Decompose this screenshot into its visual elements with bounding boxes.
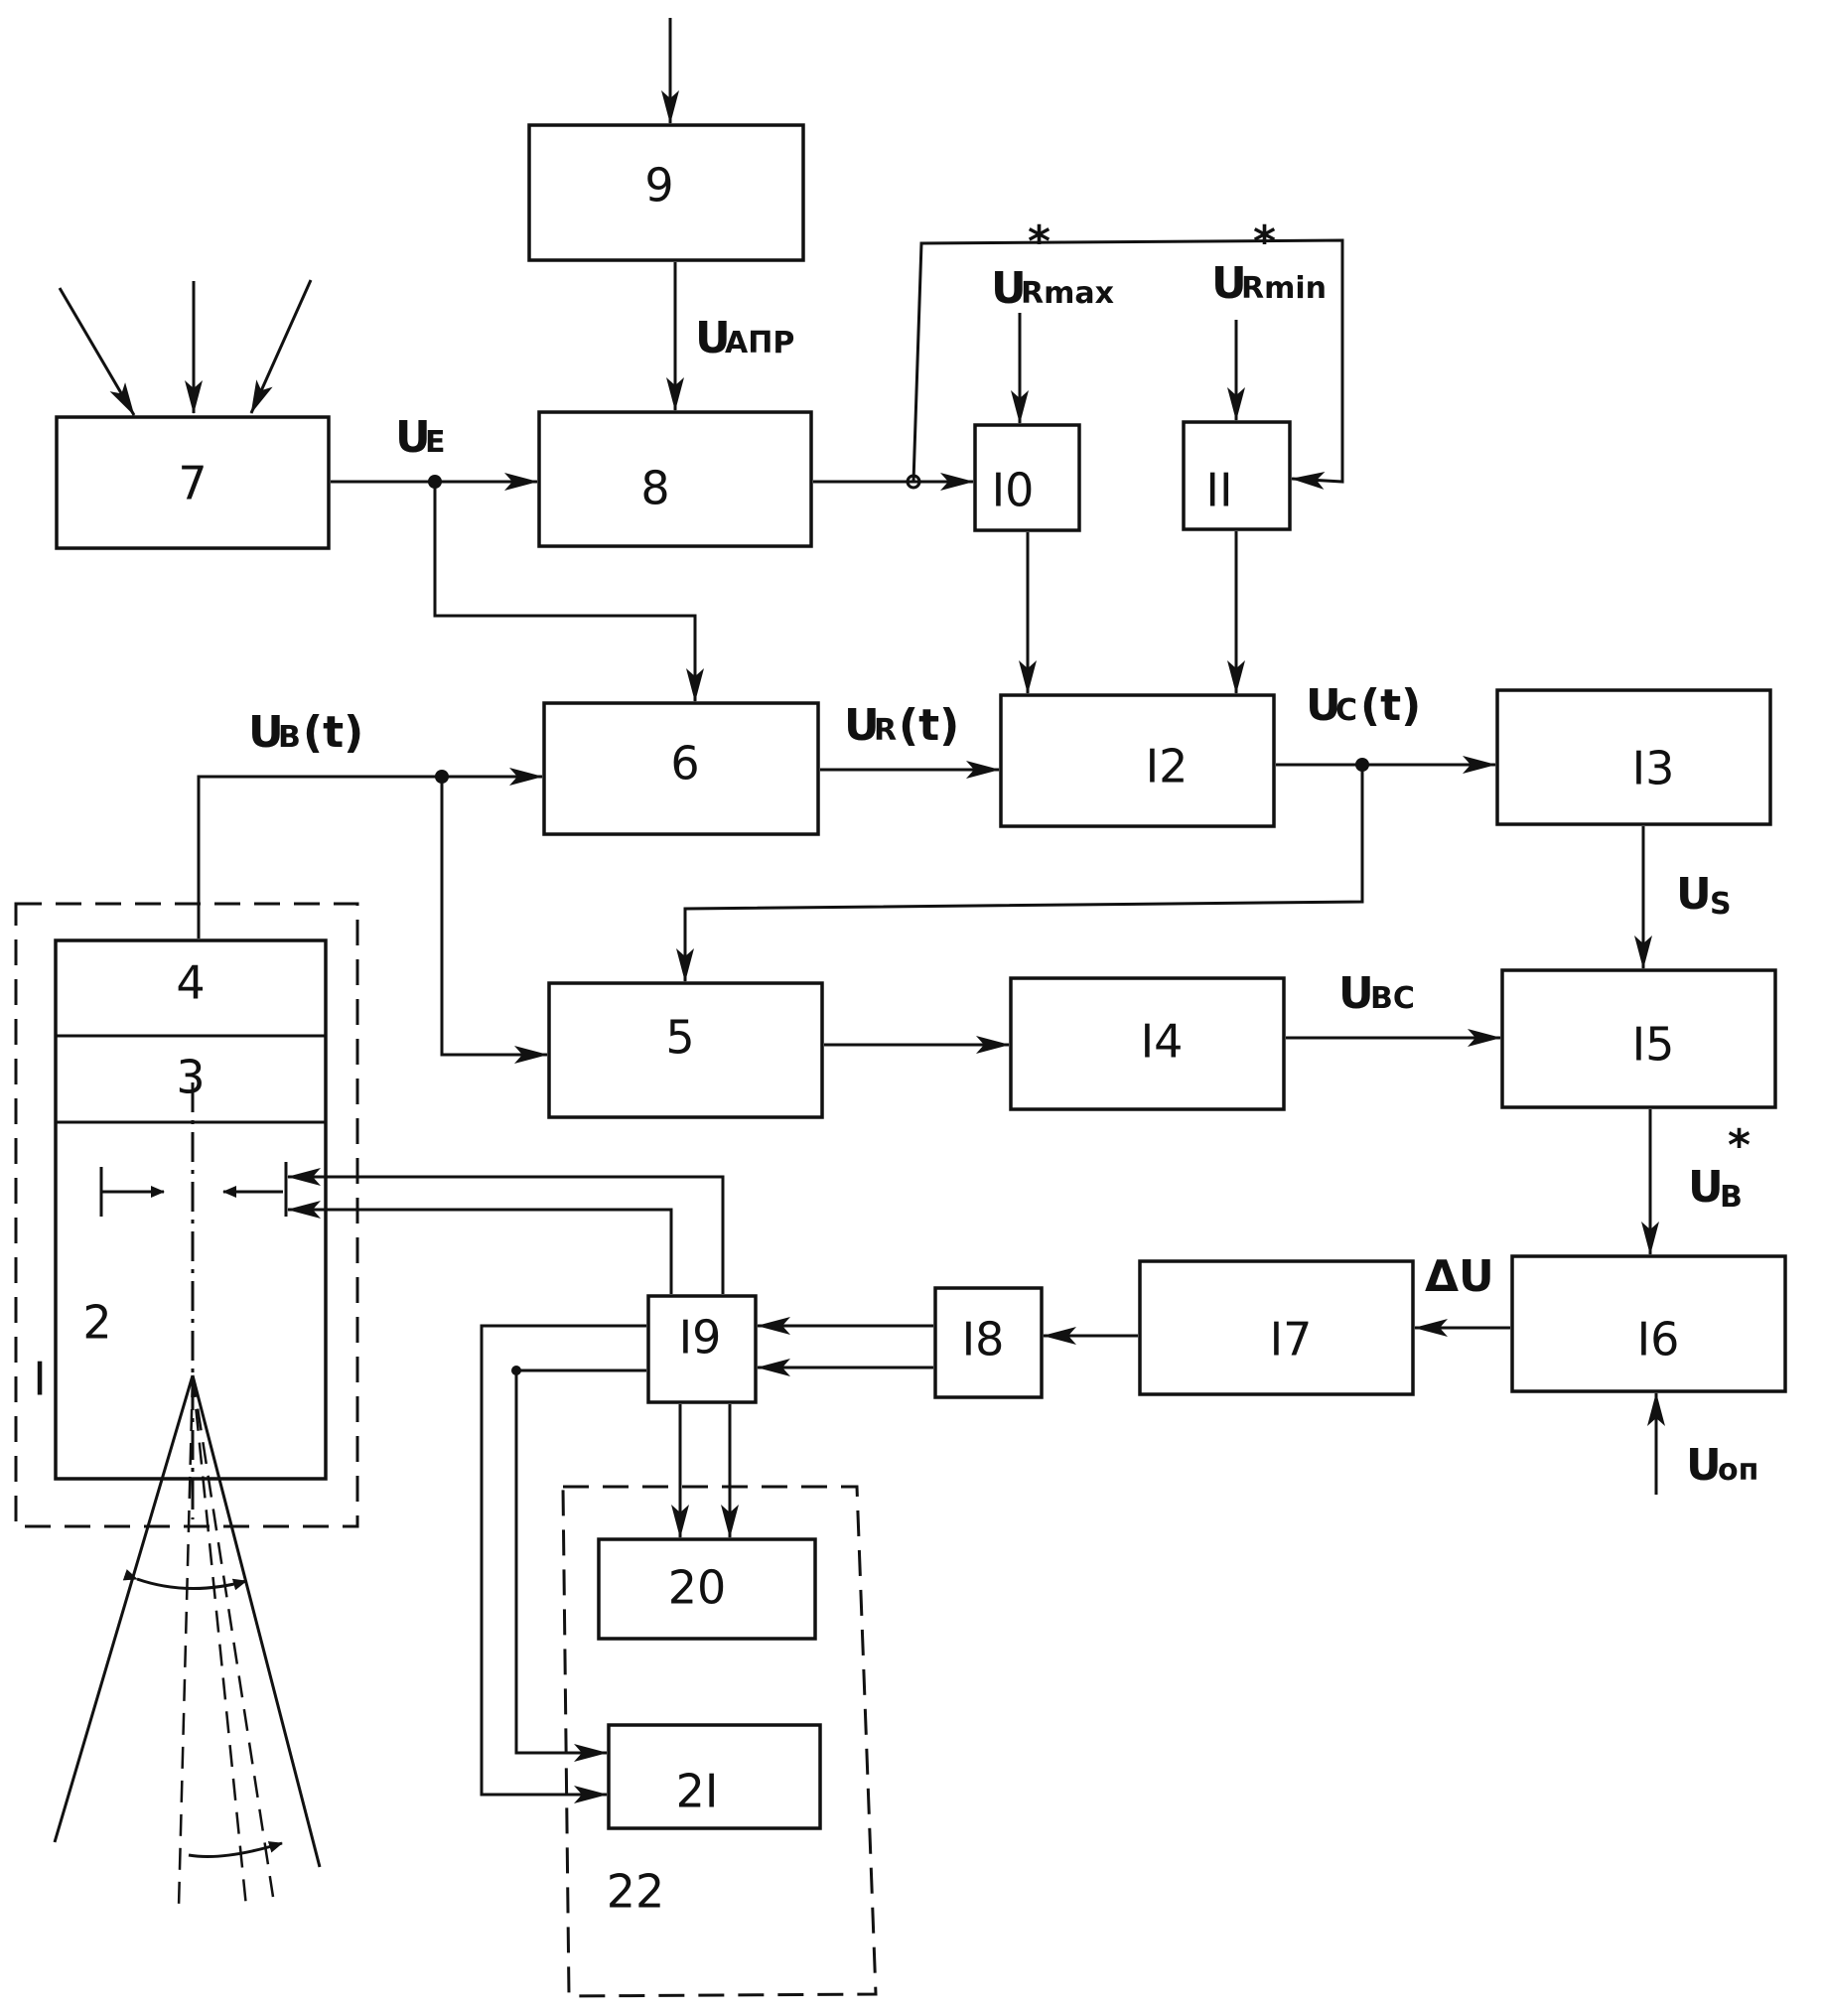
block-14-label: I4	[1141, 1015, 1184, 1069]
block-6-label: 6	[670, 737, 699, 791]
block-21-label: 2I	[676, 1765, 719, 1818]
label-u-apr: U АПР	[695, 313, 794, 363]
label-u-b-t: U B (t)	[248, 707, 363, 758]
block-5-label: 5	[665, 1011, 694, 1065]
svg-text:U: U	[1338, 968, 1374, 1019]
svg-text:(t): (t)	[303, 707, 363, 758]
block-1-group: I 4 3 2	[16, 904, 357, 1907]
link-ub-5	[442, 777, 547, 1055]
block-2-label: 2	[82, 1296, 111, 1350]
input-7-a	[60, 288, 134, 415]
link-4-ub	[199, 777, 542, 938]
svg-text:B: B	[278, 720, 301, 755]
block-22-group: 20 2I 22	[563, 1487, 876, 1996]
block-20-label: 20	[668, 1561, 727, 1615]
svg-text:U: U	[1688, 1162, 1724, 1213]
block-8-label: 8	[640, 462, 669, 515]
svg-text:U: U	[1686, 1440, 1722, 1491]
svg-text:Rmax: Rmax	[1021, 276, 1114, 311]
block-15-label: I5	[1632, 1018, 1675, 1072]
link-19-2-a	[288, 1177, 723, 1294]
label-u-r-t: U R (t)	[844, 700, 959, 751]
svg-text:ΔU: ΔU	[1425, 1251, 1494, 1302]
junction-19-21	[511, 1366, 521, 1375]
block-8	[539, 412, 811, 546]
svg-text:BC: BC	[1370, 981, 1415, 1016]
block-17-label: I7	[1270, 1313, 1313, 1367]
label-u-op: U оп	[1686, 1440, 1758, 1491]
block-4-label: 4	[176, 956, 205, 1010]
block-12	[1001, 695, 1274, 826]
svg-text:*: *	[1253, 216, 1276, 267]
block-12-label: I2	[1146, 740, 1189, 793]
label-delta-u: ΔU	[1425, 1251, 1494, 1302]
link-19-2-b	[288, 1210, 671, 1294]
label-u-rmin: U Rmin *	[1211, 216, 1327, 309]
svg-text:E: E	[425, 425, 446, 460]
label-u-e: U E	[395, 412, 446, 463]
svg-text:S: S	[1710, 887, 1732, 922]
svg-text:*: *	[1728, 1120, 1751, 1171]
label-u-bc: U BC	[1338, 968, 1415, 1019]
input-7-c	[251, 280, 311, 413]
svg-text:АПР: АПР	[725, 326, 794, 360]
block-11-label: II	[1205, 464, 1232, 517]
label-u-c-t: U C (t)	[1306, 680, 1421, 731]
svg-text:оп: оп	[1718, 1453, 1758, 1488]
block-9-label: 9	[644, 159, 673, 213]
block-19-label: I9	[679, 1311, 722, 1365]
svg-text:C: C	[1335, 693, 1357, 728]
block-1-label: I	[33, 1353, 47, 1406]
svg-text:(t): (t)	[899, 700, 959, 751]
block-3-label: 3	[176, 1051, 205, 1104]
svg-text:Rmin: Rmin	[1241, 271, 1327, 306]
block-7-label: 7	[178, 457, 207, 510]
block-16-label: I6	[1637, 1313, 1680, 1367]
label-u-rmax: U Rmax *	[991, 216, 1114, 314]
fov-angle-arc-upper	[137, 1579, 246, 1589]
block-10-label: I0	[992, 464, 1035, 517]
block-22-label: 22	[607, 1865, 665, 1919]
block-18-label: I8	[962, 1313, 1005, 1367]
svg-text:*: *	[1028, 216, 1051, 267]
label-u-s: U S	[1676, 869, 1732, 922]
block-13-label: I3	[1632, 742, 1675, 795]
svg-text:U: U	[1676, 869, 1712, 920]
label-u-b-star: U B *	[1688, 1120, 1751, 1215]
svg-text:R: R	[874, 713, 897, 748]
block-11	[1184, 422, 1290, 529]
svg-text:(t): (t)	[1360, 680, 1421, 731]
svg-text:B: B	[1720, 1180, 1743, 1215]
fov-angle-arc-lower	[189, 1843, 282, 1857]
